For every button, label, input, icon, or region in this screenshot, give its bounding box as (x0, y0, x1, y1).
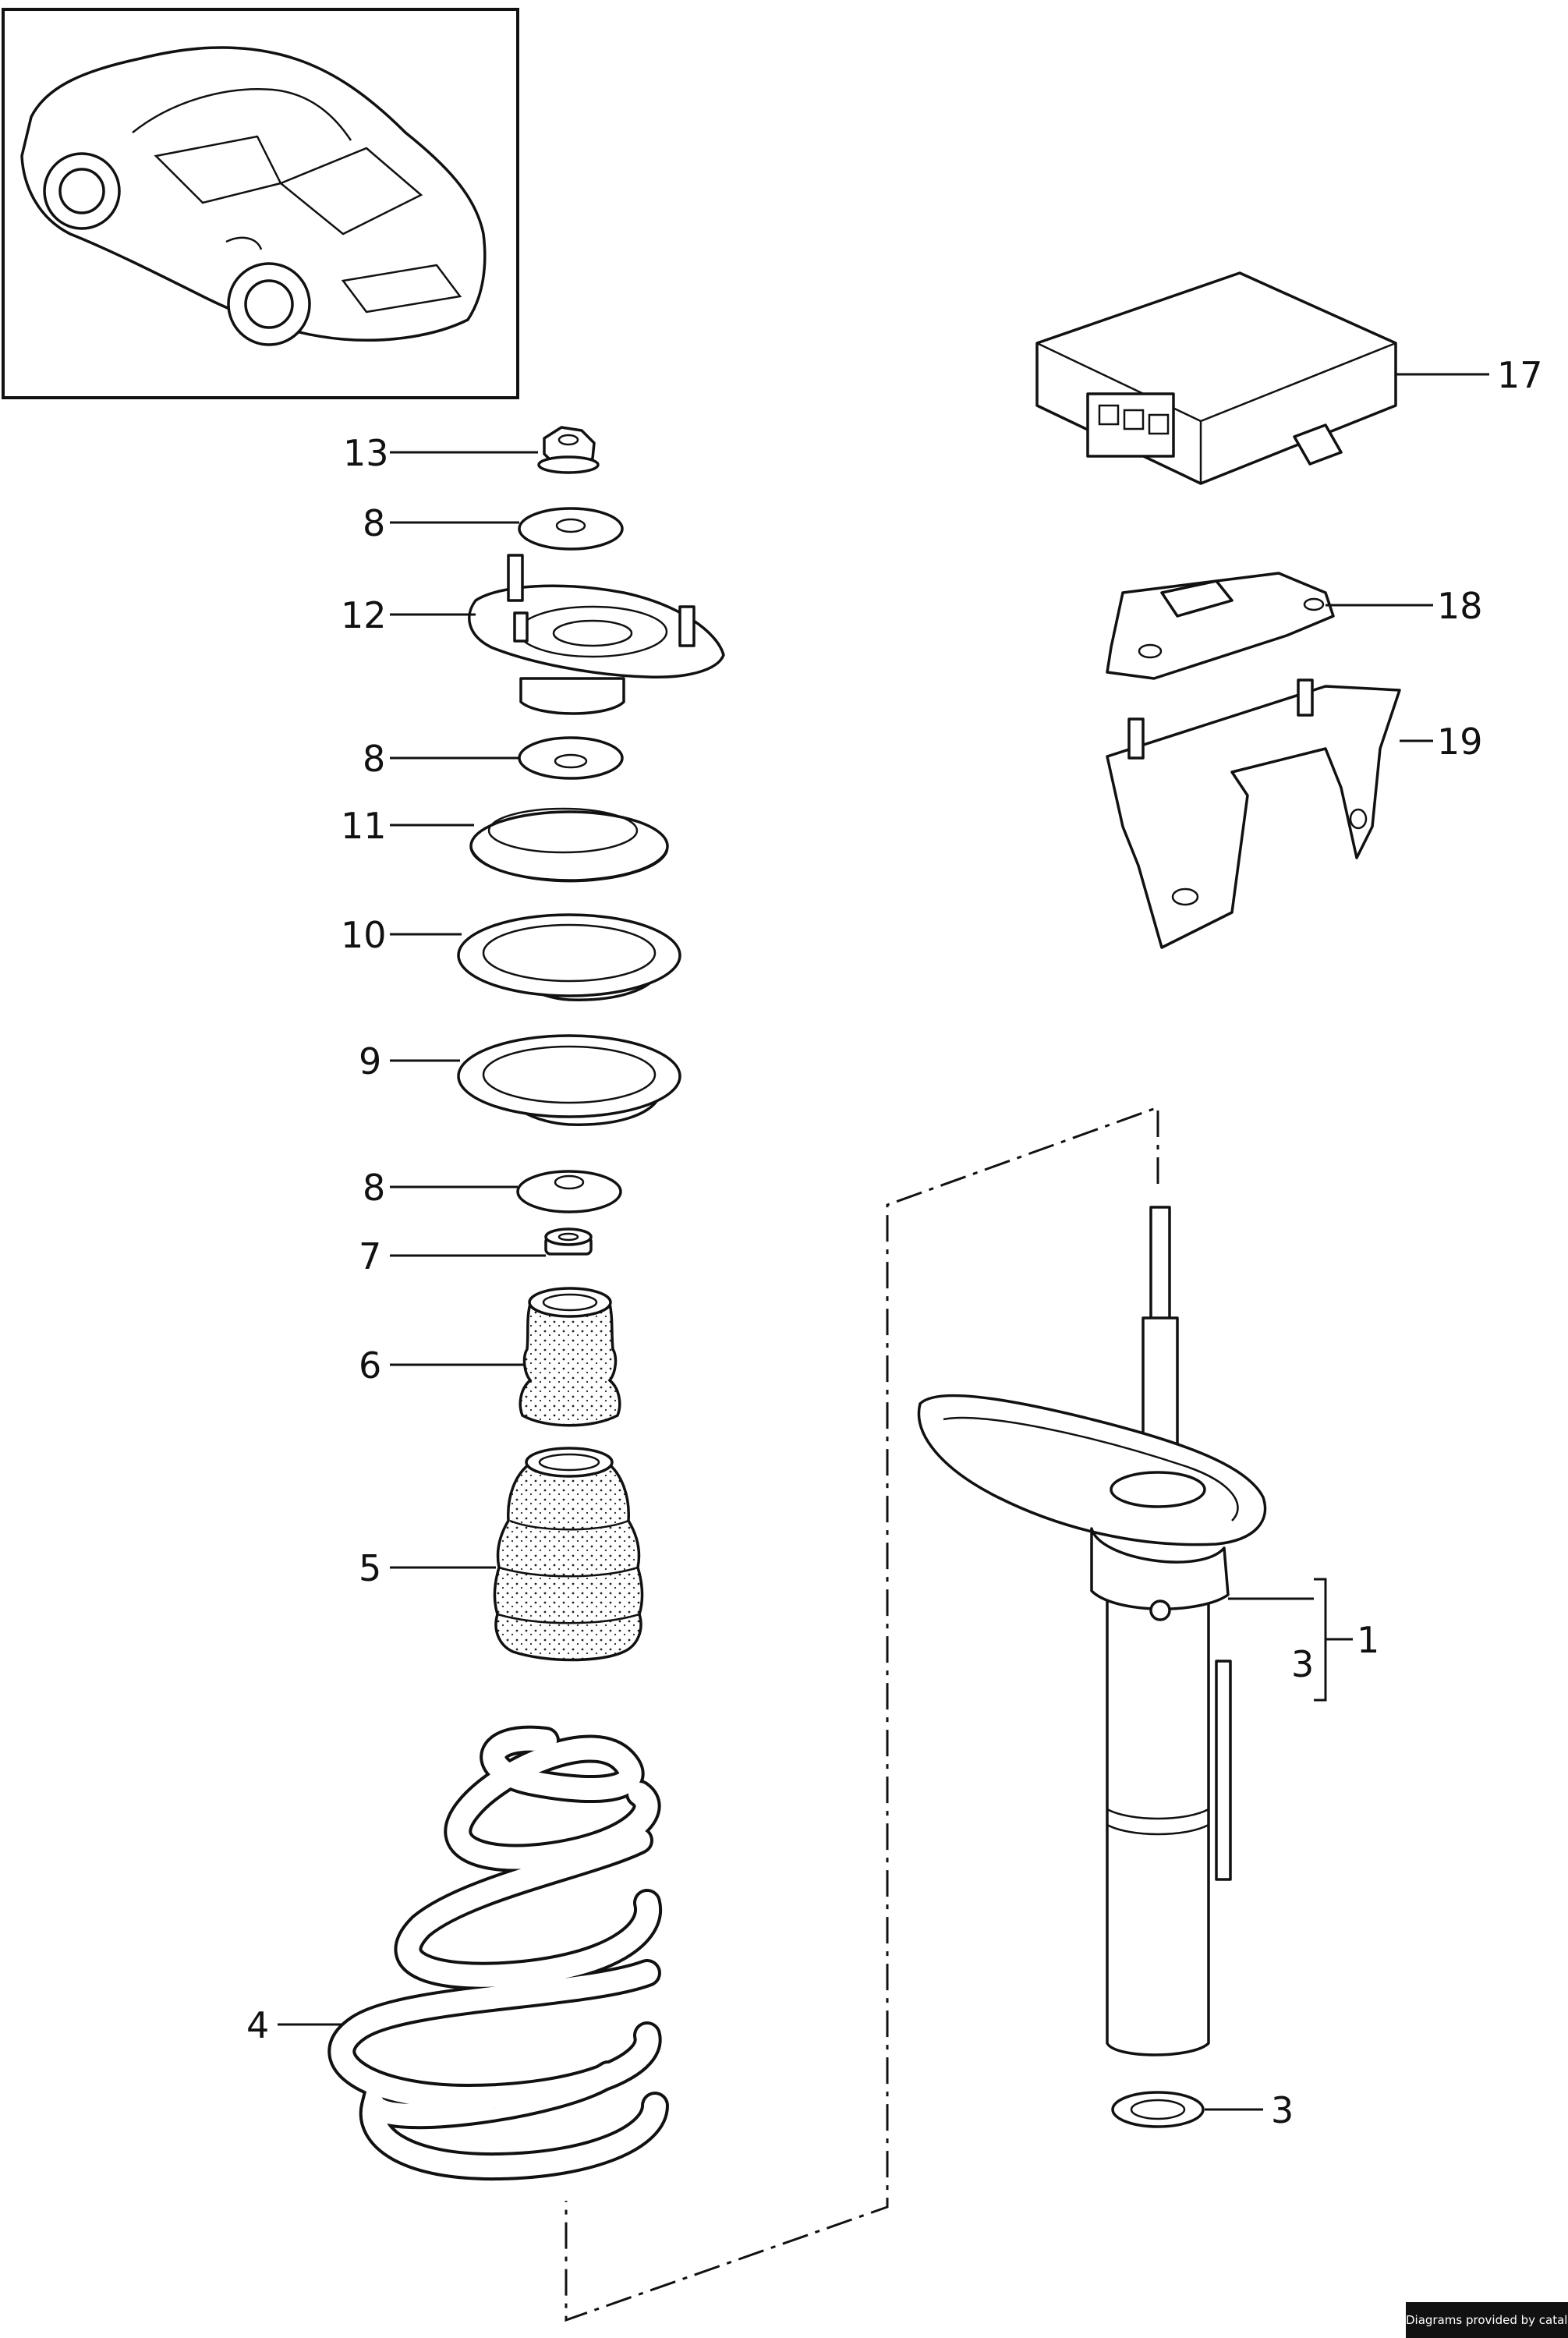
part-4-coil-spring (327, 1725, 669, 2181)
callout-10: 10 (341, 914, 387, 956)
callout-4: 4 (246, 2004, 269, 2046)
part-19-mounting-bracket (1106, 678, 1401, 949)
part-10-spring-seat-upper (457, 913, 681, 1001)
callout-8-top: 8 (363, 502, 385, 544)
callout-6: 6 (359, 1344, 381, 1387)
part-6-bump-stop (519, 1287, 621, 1427)
callout-7: 7 (359, 1235, 381, 1277)
credit-label: Diagrams provided by catalogs parts (1406, 2302, 1568, 2338)
callout-11: 11 (341, 805, 387, 847)
part-11-ring (469, 807, 669, 883)
callout-3-bottom: 3 (1271, 2089, 1294, 2131)
callout-1: 1 (1357, 1619, 1379, 1661)
callout-17: 17 (1497, 354, 1543, 396)
part-12-strut-mount (468, 554, 725, 715)
part-9-spring-seat-lower (457, 1034, 681, 1126)
callout-8-lower: 8 (363, 1167, 385, 1209)
callout-18: 18 (1437, 585, 1483, 627)
callout-13: 13 (343, 432, 389, 474)
callout-19: 19 (1437, 721, 1483, 763)
part-8-washer-lower (516, 1170, 622, 1213)
part-18-bracket (1106, 572, 1335, 680)
callout-3-bracket: 3 (1291, 1643, 1314, 1685)
callout-9: 9 (359, 1040, 381, 1082)
vehicle-inset (2, 8, 519, 399)
part-8-washer-middle (518, 736, 624, 780)
assembly-line (565, 1105, 1159, 2322)
part-8-washer-top (518, 507, 624, 551)
part-3-washer (1111, 2091, 1205, 2128)
part-13-nut (537, 426, 600, 474)
part-17-control-unit (1035, 271, 1397, 485)
callout-5: 5 (359, 1547, 381, 1589)
callout-12: 12 (341, 594, 387, 636)
part-1-strut-assembly (917, 1206, 1267, 2056)
part-5-protective-boot (493, 1447, 644, 1662)
callout-8-middle: 8 (363, 738, 385, 780)
part-7-washer-small (544, 1227, 593, 1256)
